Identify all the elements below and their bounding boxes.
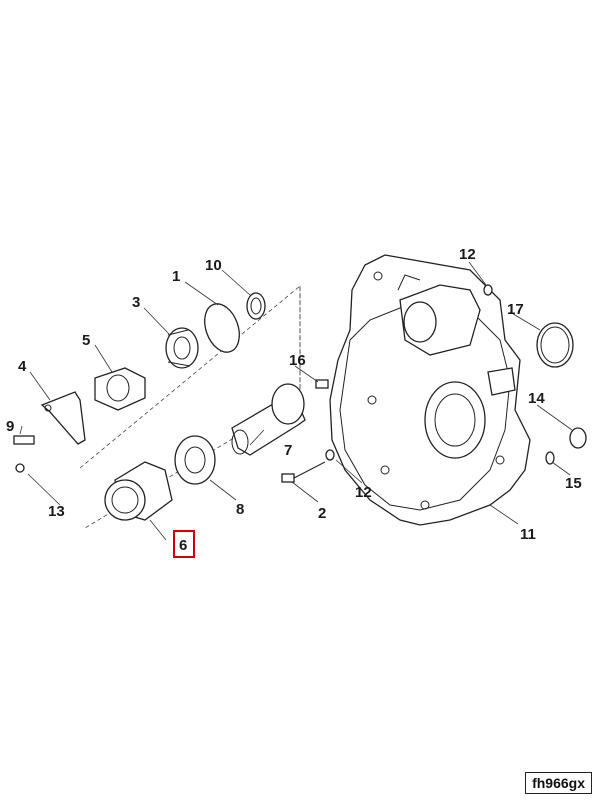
bolt-9[interactable] xyxy=(13,435,35,445)
bearing-3[interactable] xyxy=(165,327,199,369)
callout-12-upper[interactable]: 12 xyxy=(459,246,476,263)
callout-17[interactable]: 17 xyxy=(507,301,524,318)
callout-2[interactable]: 2 xyxy=(318,505,326,522)
washer-upper[interactable] xyxy=(483,284,493,296)
callout-12-lower[interactable]: 12 xyxy=(355,484,372,501)
callout-6[interactable]: 6 xyxy=(179,537,187,554)
bolt-13[interactable] xyxy=(15,463,25,473)
drain-plug[interactable] xyxy=(569,427,587,449)
bolt-16[interactable] xyxy=(315,379,329,389)
seal-ring-17[interactable] xyxy=(536,322,574,368)
callout-9[interactable]: 9 xyxy=(6,418,14,435)
callout-11[interactable]: 11 xyxy=(520,526,536,543)
leader-lines xyxy=(19,261,573,541)
drawing-code-label: fh966gx xyxy=(525,772,592,794)
callout-4[interactable]: 4 xyxy=(18,358,27,375)
callout-13[interactable]: 13 xyxy=(48,503,65,520)
washer-lower[interactable] xyxy=(325,449,335,461)
bolt-2[interactable] xyxy=(281,461,326,483)
input-shaft[interactable] xyxy=(231,383,306,456)
bearing-8[interactable] xyxy=(174,435,216,485)
callout-10[interactable]: 10 xyxy=(205,257,222,274)
plug-washer[interactable] xyxy=(545,451,555,465)
callout-5[interactable]: 5 xyxy=(82,332,90,349)
bracket[interactable] xyxy=(40,391,86,445)
assembly-guide xyxy=(79,285,301,529)
callout-7[interactable]: 7 xyxy=(284,442,292,459)
callout-labels: 1 2 3 4 5 7 8 9 10 11 12 12 13 14 15 16 … xyxy=(6,246,582,543)
callout-14[interactable]: 14 xyxy=(528,390,545,407)
highlighted-callout[interactable]: 6 xyxy=(173,530,195,558)
bearing-cover[interactable] xyxy=(94,367,146,411)
callout-1[interactable]: 1 xyxy=(172,268,180,285)
bell-housing[interactable] xyxy=(329,254,531,526)
callout-3[interactable]: 3 xyxy=(132,294,140,311)
sleeve-bushing[interactable] xyxy=(104,461,173,521)
callout-16[interactable]: 16 xyxy=(289,352,306,369)
callout-15[interactable]: 15 xyxy=(565,475,582,492)
o-ring[interactable] xyxy=(198,299,245,357)
seal-ring[interactable] xyxy=(246,292,266,320)
callout-8[interactable]: 8 xyxy=(236,501,244,518)
